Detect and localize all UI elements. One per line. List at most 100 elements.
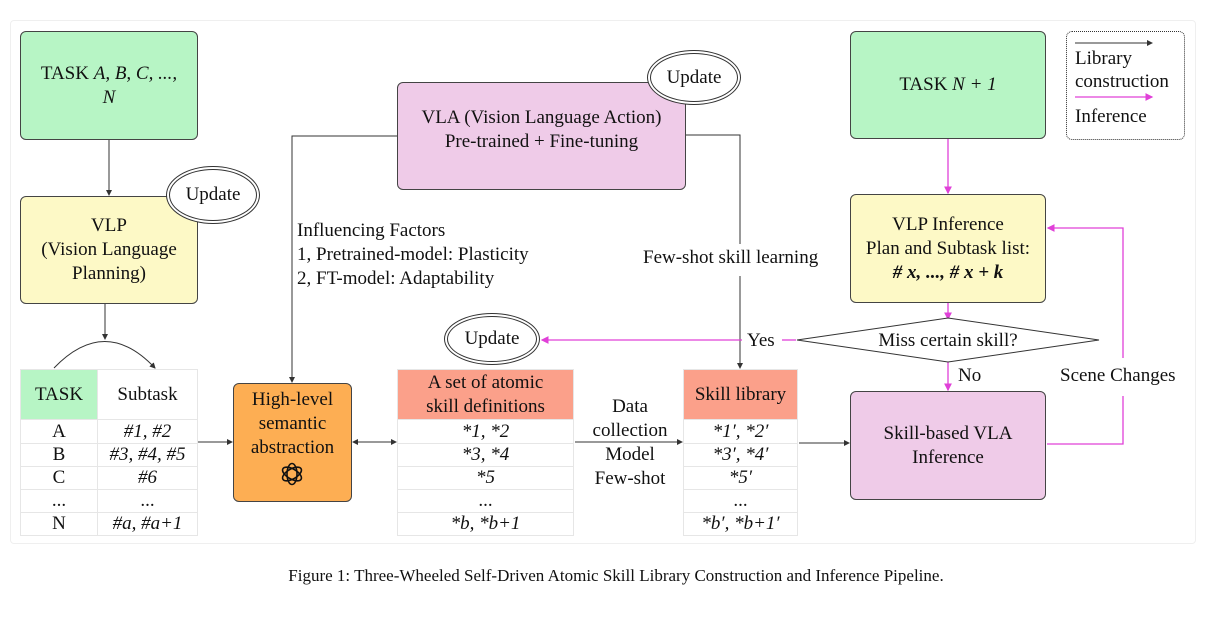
- task-prefix: TASK: [40, 62, 94, 84]
- decision-diamond: [796, 317, 1100, 363]
- vlp-title: VLP: [91, 215, 127, 236]
- subtask-cell: #3, #4, #5: [97, 443, 198, 467]
- data-collection-line: Data: [612, 396, 648, 417]
- abstraction-line3: abstraction: [250, 437, 335, 458]
- skill-text: *5: [476, 467, 495, 488]
- update-label: Update: [666, 66, 722, 88]
- atomic-update-ellipse: Update: [444, 313, 540, 365]
- library-skill-cell: *1′, *2′: [683, 419, 798, 444]
- vlp-update-ellipse: Update: [166, 166, 260, 224]
- task-cell: ...: [20, 489, 98, 513]
- task-cell: A: [20, 419, 98, 444]
- task-cell: N: [20, 512, 98, 536]
- subtask-text: #3, #4, #5: [109, 444, 186, 465]
- no-label: No: [958, 365, 982, 386]
- table-row: *b′, *b+1′: [683, 512, 798, 536]
- atomic-skill-cell: *5: [397, 466, 574, 490]
- atomic-skill-table: A set of atomic skill definitions *1, *2…: [397, 369, 574, 536]
- table-header-subtask: Subtask: [97, 369, 198, 420]
- few-shot-skill-learning-label: Few-shot skill learning: [643, 247, 819, 268]
- update-label: Update: [464, 328, 520, 349]
- task-subtask-table: TASK Subtask A#1, #2 B #3, #4, #5 C #6 ...…: [20, 369, 198, 536]
- task-items: A, B, C, ...,: [93, 62, 178, 84]
- table-header-task: TASK: [20, 369, 98, 420]
- abstraction-box: High-level semantic abstraction: [233, 383, 352, 502]
- skill-library-header: Skill library: [683, 369, 798, 420]
- skill-vla-title: Skill-based VLA: [883, 422, 1013, 444]
- vlp-line3: Planning): [72, 263, 146, 284]
- table-row: N #a, #a+1: [20, 512, 198, 536]
- data-collection-label: Data collection Model Few-shot: [590, 395, 670, 491]
- influencing-factor-item: 1, Pretrained-model: Plasticity: [297, 244, 529, 265]
- skill-text: *3′, *4′: [712, 444, 769, 465]
- table-header-row: A set of atomic skill definitions: [397, 369, 574, 420]
- influencing-factors-title: Influencing Factors: [297, 220, 446, 241]
- table-header-row: TASK Subtask: [20, 369, 198, 420]
- atomic-skill-cell: *1, *2: [397, 419, 574, 444]
- data-collection-line: Model: [605, 444, 655, 465]
- library-skill-cell: *3′, *4′: [683, 443, 798, 467]
- table-row: ......: [20, 489, 198, 513]
- vla-subtitle: Pre-trained + Fine-tuning: [444, 131, 639, 152]
- arrow-scene-changes-lower: [1047, 396, 1124, 445]
- vla-title: VLA (Vision Language Action): [421, 107, 662, 128]
- arrow-vla-to-abstraction: [289, 135, 397, 383]
- table-row: *b, *b+1: [397, 512, 574, 536]
- skill-text: *b′, *b+1′: [701, 513, 780, 534]
- skill-text: *5′: [728, 467, 753, 488]
- vlp-inference-box: VLP Inference Plan and Subtask list: # x…: [850, 194, 1046, 303]
- vlp-inference-title: VLP Inference: [892, 213, 1004, 235]
- abstraction-line1: High-level: [251, 389, 334, 410]
- influencing-factor-item: 2, FT-model: Adaptability: [297, 268, 495, 289]
- atomic-header-line2: skill definitions: [426, 395, 545, 417]
- influencing-factors: Influencing Factors 1, Pretrained-model:…: [297, 219, 529, 291]
- table-row: C #6: [20, 466, 198, 490]
- vlp-line2: (Vision Language: [41, 239, 177, 260]
- figure-caption: Figure 1: Three-Wheeled Self-Driven Atom…: [288, 566, 944, 585]
- table-row: A#1, #2: [20, 419, 198, 444]
- subtask-cell: #a, #a+1: [97, 512, 198, 536]
- legend-library-line2: construction: [1075, 71, 1169, 92]
- table-row: *5′: [683, 466, 798, 490]
- legend: Library construction Inference: [1066, 31, 1185, 140]
- subtask-text: #a, #a+1: [112, 513, 183, 534]
- arrow-vlp-to-table-curve: [53, 341, 156, 369]
- legend-library-line1: Library: [1075, 48, 1132, 69]
- task-cell: B: [20, 443, 98, 467]
- table-row: *1′, *2′: [683, 419, 798, 444]
- atomic-header-line1: A set of atomic: [427, 371, 544, 393]
- vla-update-ellipse: Update: [647, 50, 741, 105]
- subtask-cell: ...: [97, 489, 198, 513]
- table-header-row: Skill library: [683, 369, 798, 420]
- library-skill-cell: ...: [683, 489, 798, 513]
- abstraction-line2: semantic: [258, 413, 327, 434]
- legend-library-label: Library construction: [1075, 47, 1169, 93]
- subtask-text: #6: [138, 467, 157, 488]
- skill-vla-line2: Inference: [912, 446, 984, 468]
- arrow-vla-to-library: [686, 134, 741, 244]
- vla-box: VLA (Vision Language Action) Pre-trained…: [397, 82, 686, 190]
- table-row: *5: [397, 466, 574, 490]
- vlp-inference-line2: Plan and Subtask list:: [865, 237, 1031, 259]
- atomic-table-header: A set of atomic skill definitions: [397, 369, 574, 420]
- task-cell: C: [20, 466, 98, 490]
- task-last: N: [102, 86, 116, 108]
- legend-inference-label: Inference: [1075, 106, 1147, 127]
- vlp-box: VLP (Vision Language Planning): [20, 196, 198, 304]
- openai-logo-icon: [282, 462, 303, 486]
- subtask-cell: #6: [97, 466, 198, 490]
- task-prefix: TASK: [899, 74, 953, 95]
- skill-text: *1′, *2′: [712, 420, 769, 442]
- task-a-n-box: TASK A, B, C, ..., N: [20, 31, 198, 140]
- update-label: Update: [185, 184, 241, 205]
- data-collection-line: collection: [592, 420, 668, 441]
- table-row: ...: [397, 489, 574, 513]
- arrow-scene-changes-upper: [1046, 224, 1124, 358]
- table-row: *1, *2: [397, 419, 574, 444]
- vlp-inference-subtasks: # x, ..., # x + k: [892, 261, 1004, 283]
- task-n-plus-1-box: TASK N + 1: [850, 31, 1046, 139]
- subtask-cell: #1, #2: [97, 419, 198, 444]
- skill-based-vla-box: Skill-based VLA Inference: [850, 391, 1046, 500]
- table-row: *3′, *4′: [683, 443, 798, 467]
